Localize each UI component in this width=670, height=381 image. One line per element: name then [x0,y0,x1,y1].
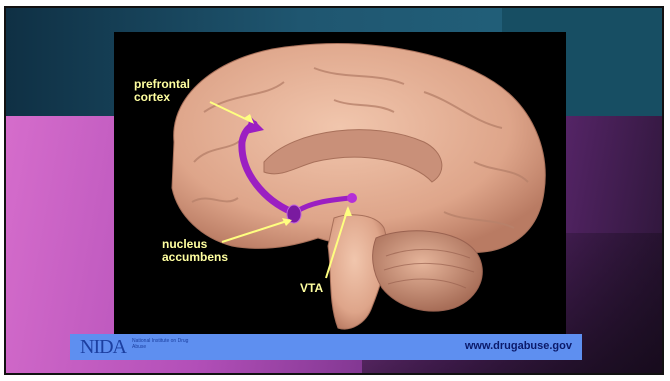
cerebellum [373,231,483,311]
label-vta: VTA [300,282,323,295]
label-nucleus-accumbens: nucleus accumbens [162,238,228,264]
footer-url[interactable]: www.drugabuse.gov [465,340,572,352]
label-prefrontal-cortex: prefrontal cortex [134,78,190,104]
vta-node [347,193,357,203]
slide: prefrontal cortex nucleus accumbens VTA … [4,6,664,375]
brain-diagram: prefrontal cortex nucleus accumbens VTA [114,32,566,338]
nida-logo-subtext: National Institute on Drug Abuse [132,338,192,350]
nida-logo: NIDA [80,336,126,359]
footer-bar: NIDA National Institute on Drug Abuse ww… [70,334,582,360]
